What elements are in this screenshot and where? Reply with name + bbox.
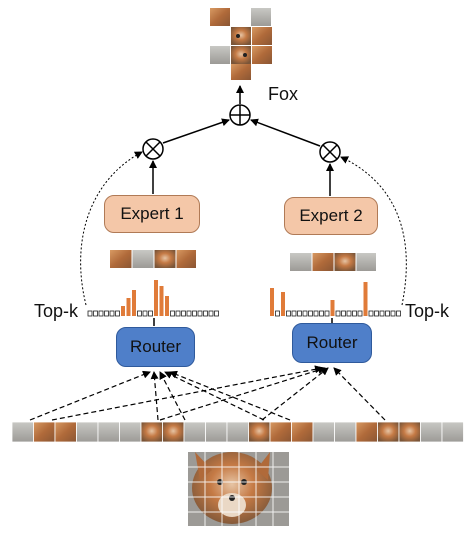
token-slot — [291, 310, 297, 317]
token-patch — [334, 421, 357, 443]
token-slot — [148, 310, 153, 317]
token-slot — [319, 310, 324, 317]
router-2-label: Router — [306, 333, 358, 352]
token-patch — [183, 421, 206, 443]
token-slot — [308, 310, 313, 317]
token-patch — [76, 421, 99, 443]
token-patch — [226, 421, 249, 443]
input-fox-image — [188, 452, 289, 526]
token-slot — [93, 310, 98, 317]
token-slot — [346, 310, 352, 317]
sum-node — [229, 85, 251, 126]
token-slot — [302, 310, 308, 317]
score-bar — [121, 306, 125, 316]
token-slot — [352, 310, 357, 317]
token-slot — [396, 310, 401, 317]
output-label: Fox — [268, 84, 299, 104]
router-1-label: Router — [129, 337, 182, 356]
token-slot — [385, 310, 390, 317]
score-bar — [154, 280, 158, 316]
arrow-mul-left-to-sum — [162, 118, 230, 144]
token-slot — [109, 310, 115, 317]
score-bar — [281, 292, 285, 316]
token-slot — [87, 310, 93, 317]
token-slot — [181, 310, 186, 317]
token-slot — [357, 310, 363, 317]
token-slot — [214, 310, 219, 317]
score-bar — [270, 288, 274, 316]
token-patch — [140, 421, 163, 443]
token-patch — [205, 421, 228, 443]
token-patch — [269, 421, 292, 443]
router-1-box: Router — [116, 327, 195, 367]
expert-1-box: Expert 1 — [104, 195, 200, 233]
token-slot — [275, 310, 280, 317]
token-slot — [335, 310, 341, 317]
token-slot — [170, 310, 175, 317]
token-slot — [192, 310, 197, 317]
topk-label-left: Top-k — [34, 301, 79, 321]
routing-arrows — [29, 365, 386, 421]
expert-2-label: Expert 2 — [299, 206, 363, 225]
token-slot — [137, 310, 142, 317]
token-patch — [291, 421, 314, 443]
token-slot — [98, 310, 104, 317]
token-patch — [33, 421, 56, 443]
score-slots-left — [87, 280, 219, 317]
expert-2-box: Expert 2 — [284, 197, 378, 235]
gate-arrow-right — [340, 156, 407, 306]
token-patch — [355, 421, 378, 443]
arrow-mul-right-to-sum — [250, 118, 321, 147]
token-patch — [11, 421, 34, 443]
token-slot — [142, 310, 148, 317]
token-patch — [441, 421, 464, 443]
token-slot — [324, 310, 330, 317]
token-slot — [286, 310, 291, 317]
token-patch — [54, 421, 77, 443]
token-slot — [203, 310, 208, 317]
output-fox-image — [210, 8, 272, 80]
multiply-node-left — [142, 138, 164, 160]
token-slot — [175, 310, 181, 317]
token-slot — [186, 310, 192, 317]
token-slot — [313, 310, 319, 317]
token-patch — [377, 421, 400, 443]
token-patch — [312, 421, 335, 443]
score-bar — [363, 282, 368, 316]
token-strip — [11, 421, 464, 443]
score-bar — [165, 296, 169, 316]
expert2-tokens — [290, 253, 376, 271]
token-slot — [208, 310, 214, 317]
token-slot — [374, 310, 379, 317]
token-slot — [368, 310, 374, 317]
multiply-node-right — [319, 141, 341, 163]
token-patch — [248, 421, 271, 443]
topk-label-right: Top-k — [405, 301, 450, 321]
token-slot — [115, 310, 120, 317]
expert1-tokens — [110, 250, 196, 268]
token-slot — [379, 310, 385, 317]
score-bar — [132, 290, 136, 316]
token-patch — [97, 421, 120, 443]
token-slot — [104, 310, 109, 317]
score-slots-right — [270, 282, 401, 317]
token-slot — [390, 310, 396, 317]
token-slot — [297, 310, 302, 317]
router-2-box: Router — [292, 323, 372, 363]
token-slot — [197, 310, 203, 317]
token-patch — [119, 421, 142, 443]
token-patch — [398, 421, 421, 443]
token-patch — [420, 421, 443, 443]
score-bar — [159, 286, 164, 316]
score-bar — [330, 300, 335, 316]
token-patch — [162, 421, 185, 443]
score-bar — [126, 298, 131, 316]
token-slot — [341, 310, 346, 317]
expert-1-label: Expert 1 — [120, 204, 184, 223]
